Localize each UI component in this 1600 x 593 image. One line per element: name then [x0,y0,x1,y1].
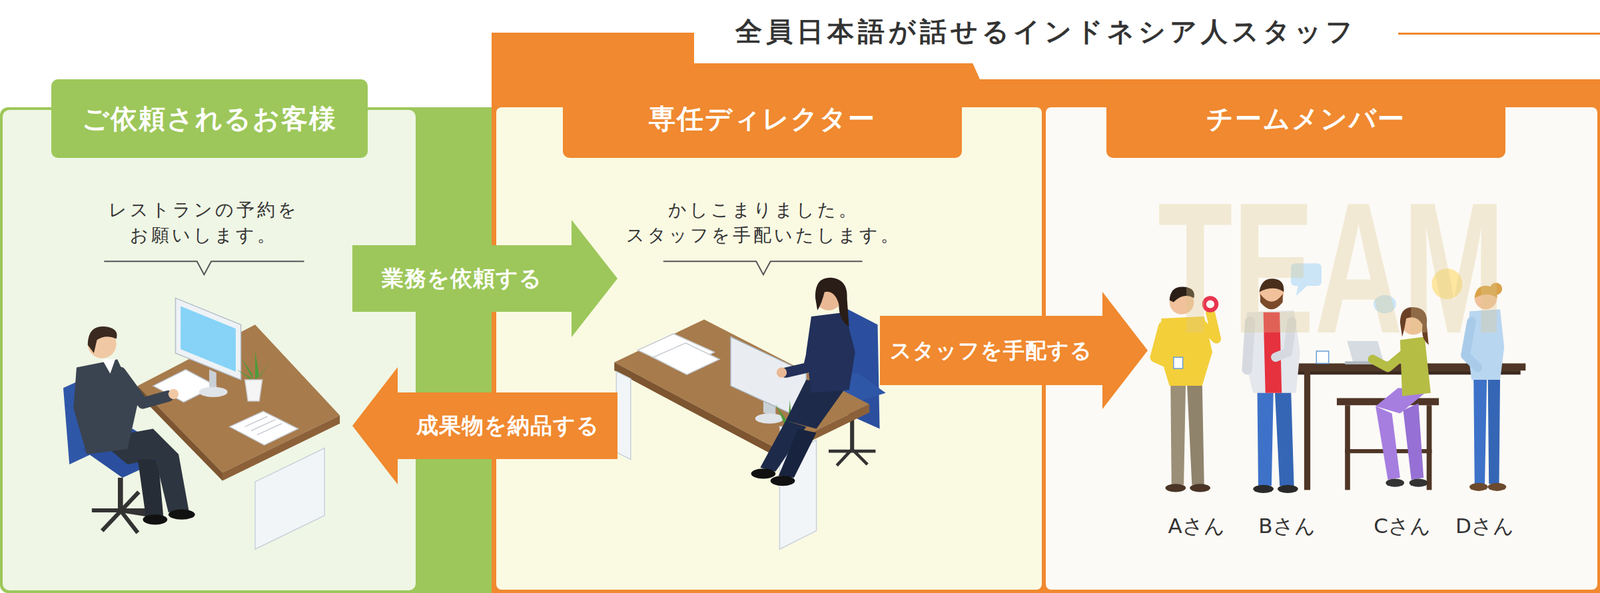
monitor [175,297,242,380]
person-hand [776,367,787,378]
person-leg [1488,377,1501,484]
shoe [1469,482,1489,491]
person-leg [1473,377,1487,484]
coffee-cup [1173,357,1184,369]
shoe [751,468,777,479]
member-name: Bさん [1258,512,1315,539]
frame-fill [491,32,1600,593]
shoe [1385,478,1405,487]
chat-bubble-tail [1296,285,1308,296]
frame-line [1398,32,1600,35]
shoe [1488,482,1507,491]
person-torso [1400,337,1431,397]
member-name: Cさん [1373,512,1431,539]
desk-panel [255,448,325,550]
coffee-cup [1316,351,1329,364]
block-arrow [352,367,618,485]
person-hair [1169,286,1195,302]
person-leg [1256,385,1274,486]
chat-bubble [1373,295,1397,314]
watermark: TEAM [1158,174,1506,362]
person-beard [1260,293,1283,310]
speech-line [103,261,304,275]
laptop [1346,341,1384,363]
person-leg [1170,379,1186,485]
shoe [1165,483,1187,492]
arrow-label: 業務を依頼する [377,263,547,294]
monitor-stand [209,369,217,391]
monitor-base [199,387,228,398]
idea-bubble [1431,268,1463,300]
person-hair [1258,278,1284,292]
desk-panel [616,371,631,460]
person-shirt [1263,312,1283,394]
block-arrow [879,291,1148,409]
monitor-screen [180,306,236,372]
donut [1204,297,1217,310]
person-hair [1474,285,1498,298]
person-arm [786,331,817,373]
person-hair [815,277,850,328]
member-name: Dさん [1455,512,1515,539]
speech-line [663,261,863,275]
paper-lines [245,416,282,435]
person-arm [120,372,169,403]
chat-bubble [1290,263,1322,286]
arrow-label: 成果物を納品する [412,410,604,441]
shoe [168,508,196,519]
group-title: 全員日本語が話せるインドネシア人スタッフ [694,0,1399,64]
person-arm [1465,321,1478,368]
panel-header: 専任ディレクター [562,79,962,158]
person-head [1474,286,1498,310]
arrow-label: スタッフを手配する [885,335,1097,366]
shoe [770,475,796,486]
stool-leg [1344,404,1351,490]
person-arm [1372,352,1407,368]
shoe [1189,483,1211,492]
table-leg [1304,370,1311,490]
person-jacket [1242,310,1301,394]
person-arm [1202,312,1217,340]
plant-leaves [236,351,272,380]
block-arrow [352,219,618,338]
person-leg [1274,385,1294,486]
person-torso [73,359,138,454]
shoe [1277,484,1299,493]
chair-base [828,448,876,466]
monitor-base [755,412,785,423]
papers [229,410,299,445]
plant-pot [245,379,263,401]
person-leg [1375,406,1401,480]
chair-post [117,477,124,511]
person-head [1169,289,1195,315]
illustration-group [63,261,1526,549]
shoe [1252,484,1274,493]
person-head [1400,310,1426,336]
person-hair-bun [1490,282,1503,295]
shirt-collar [101,359,116,374]
speech-text: かしこまりました。 スタッフを手配いたします。 [609,197,918,248]
shoe [1409,478,1429,487]
panel-header: ご依頼されるお客様 [51,79,368,158]
person-hair [1400,307,1429,346]
speech-text: レストランの予約を お願いします。 [90,197,318,248]
person-arm [1246,321,1251,370]
person-hair [87,326,118,354]
person-leg [153,448,190,513]
person-hand [168,389,179,400]
panel-header: チームメンバー [1106,79,1506,158]
person-leg [1187,379,1205,485]
member-name: Aさん [1167,512,1225,539]
person-leg [1403,402,1425,480]
person-head [1258,280,1284,306]
person-arm [1155,326,1174,366]
papers [652,343,720,375]
person-torso [1159,316,1213,386]
stool-leg [1426,404,1433,490]
shoe [142,514,168,525]
person-leg [778,428,817,478]
person-arm [1275,321,1293,358]
